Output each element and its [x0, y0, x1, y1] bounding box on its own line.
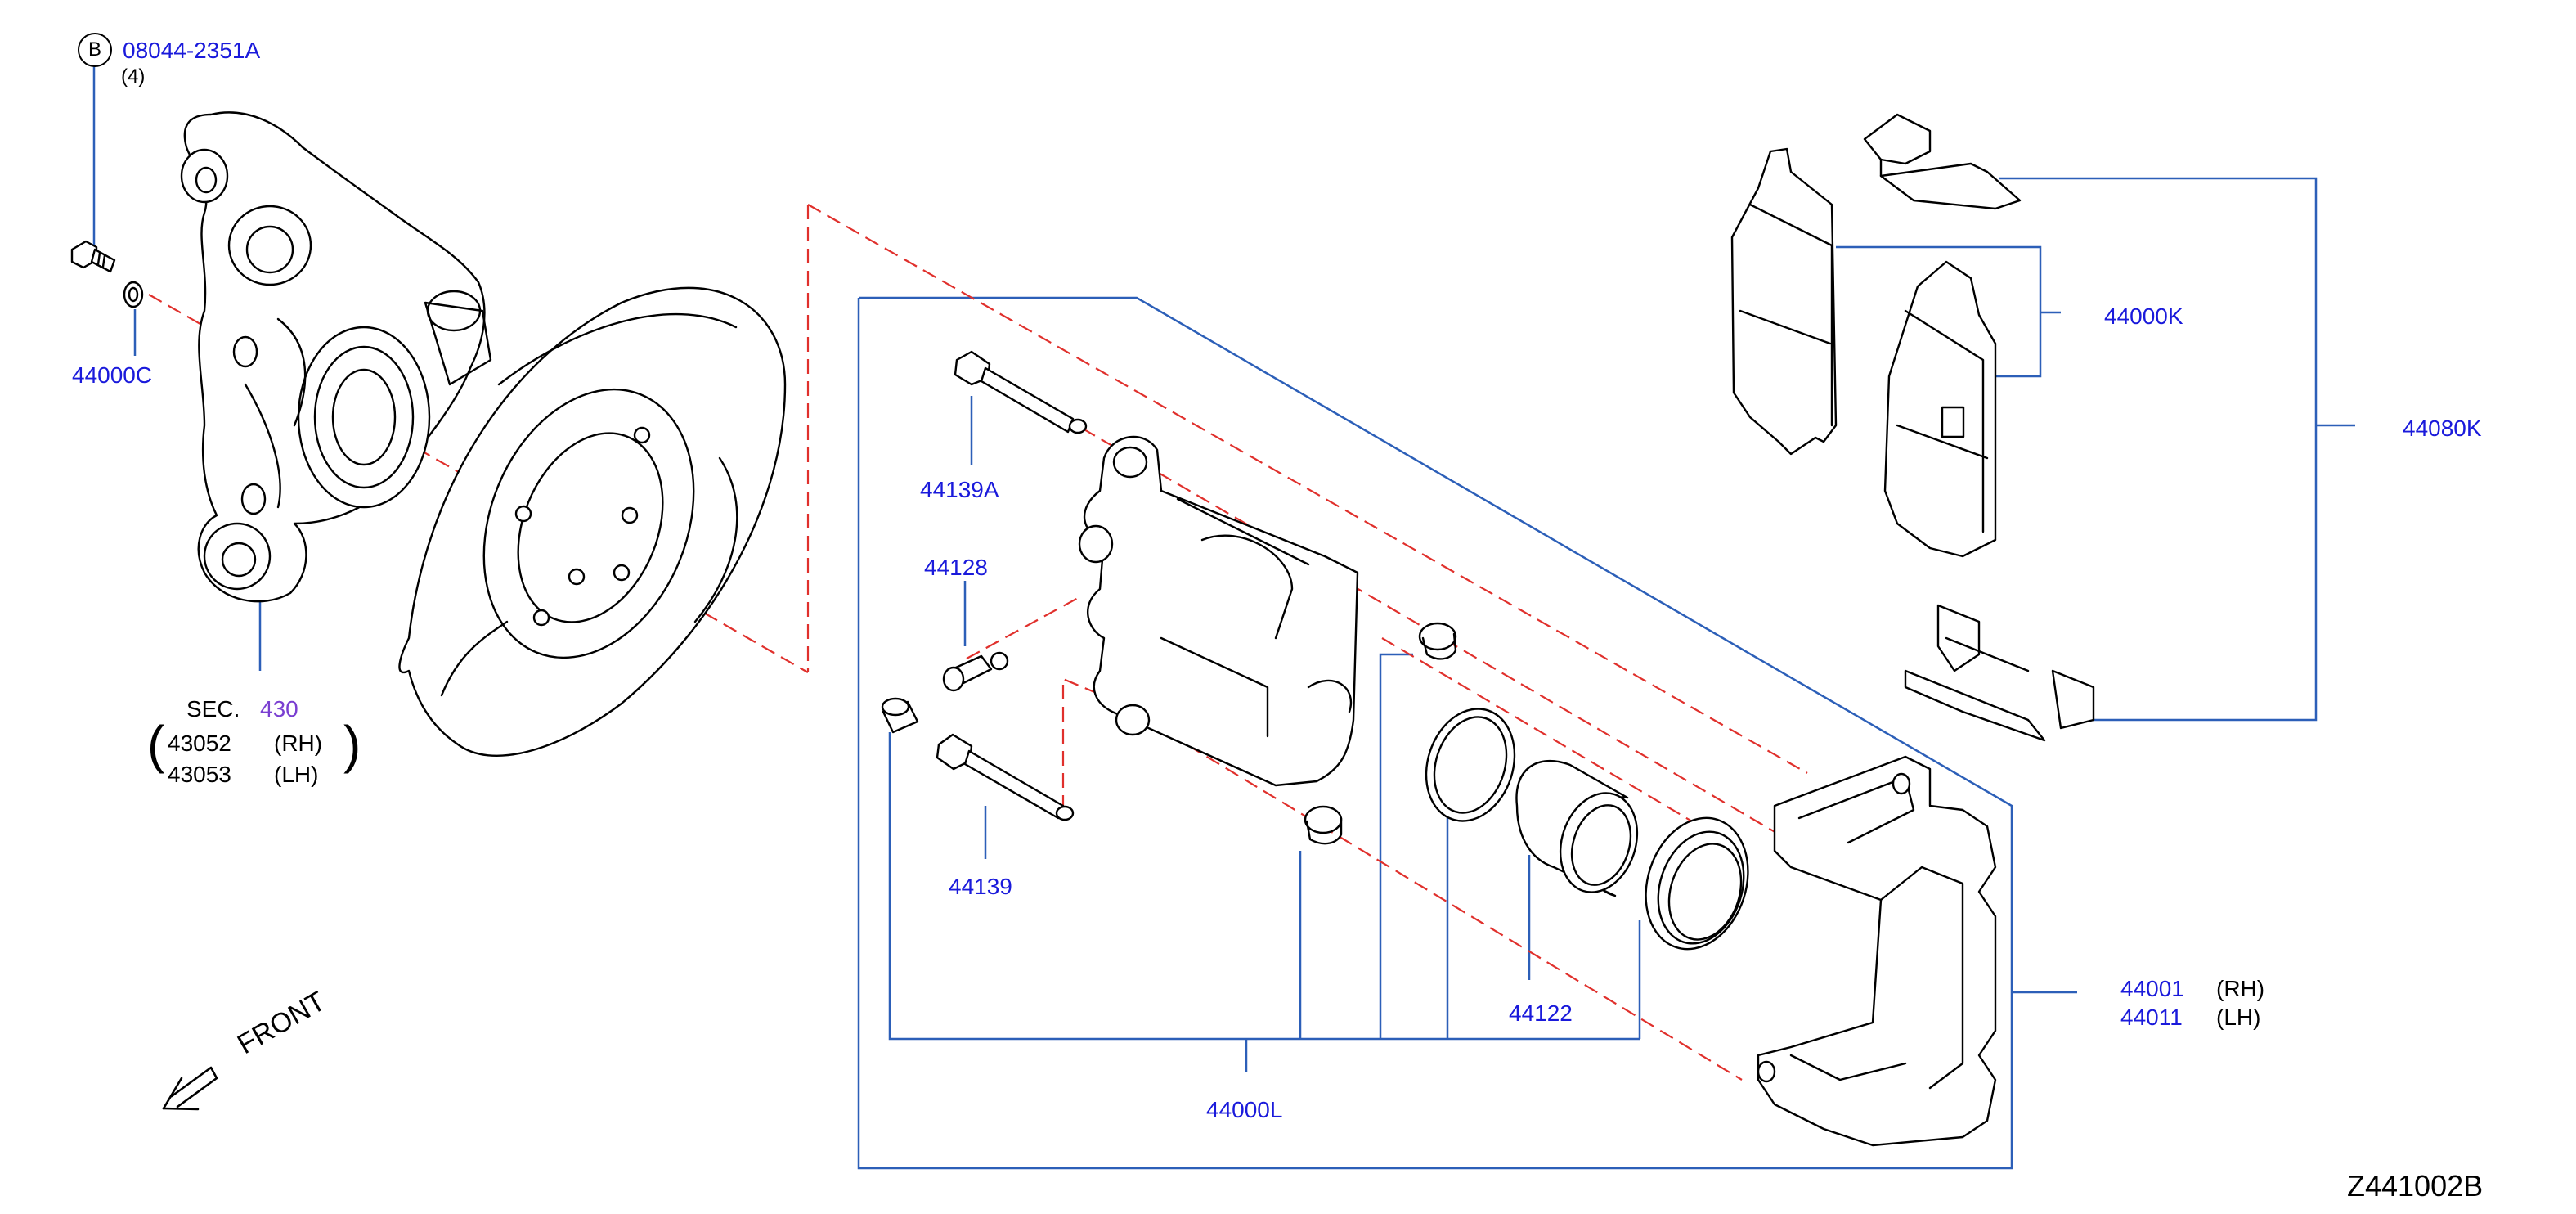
side-rh: (RH)	[274, 731, 323, 756]
side-lh: (LH)	[274, 762, 319, 787]
guide-pin-bushing[interactable]	[942, 651, 1009, 692]
part-label-44139A[interactable]: 44139A	[920, 477, 999, 502]
pin-boot-left[interactable]	[881, 697, 919, 734]
caliper-body[interactable]	[1078, 435, 1359, 787]
part-label-08044-2351A[interactable]: 08044-2351A	[123, 38, 261, 63]
part-label-43053: 43053	[168, 762, 231, 787]
sec-prefix: SEC.	[186, 696, 240, 722]
piston-seal[interactable]	[1412, 697, 1528, 832]
hex-bolt[interactable]	[70, 240, 116, 273]
bracket-right: )	[343, 715, 361, 774]
piston-boot[interactable]	[1630, 804, 1765, 962]
caliper-piston[interactable]	[1515, 759, 1649, 902]
steering-knuckle[interactable]	[180, 111, 492, 603]
part-label-44122[interactable]: 44122	[1509, 1000, 1573, 1026]
leader-lines	[92, 64, 2355, 1170]
brake-pad-outer[interactable]	[1730, 147, 1838, 456]
pin-boot-lower[interactable]	[1304, 805, 1343, 845]
part-label-44139[interactable]: 44139	[949, 874, 1012, 899]
part-label-43052: 43052	[168, 731, 231, 756]
part-label-44001[interactable]: 44001	[2120, 976, 2184, 1001]
diagram-id: Z441002B	[2347, 1169, 2484, 1203]
pad-retainer-clip-lower[interactable]	[1904, 604, 2095, 742]
brake-backing-plate[interactable]	[398, 286, 787, 757]
part-label-44080K[interactable]: 44080K	[2403, 416, 2482, 441]
bracket-left: (	[147, 715, 165, 774]
guide-pin-bolt-upper[interactable]	[954, 350, 1088, 434]
guide-pin-bolt-lower[interactable]	[936, 733, 1075, 821]
part-label-44128[interactable]: 44128	[924, 555, 988, 580]
bolt-symbol-badge: B	[78, 33, 112, 67]
brake-pad-inner[interactable]	[1883, 260, 1997, 558]
bolt-qty: (4)	[121, 65, 146, 88]
part-label-44000K[interactable]: 44000K	[2104, 304, 2183, 329]
part-label-44011[interactable]: 44011	[2120, 1005, 2183, 1030]
caliper-side-lh: (LH)	[2216, 1005, 2261, 1030]
part-label-44000L[interactable]: 44000L	[1206, 1097, 1283, 1122]
caliper-bracket[interactable]	[1757, 755, 1997, 1147]
front-direction-arrow	[162, 1066, 218, 1111]
lock-washer[interactable]	[123, 281, 144, 308]
part-label-44000C[interactable]: 44000C	[72, 362, 153, 388]
caliper-side-rh: (RH)	[2216, 976, 2265, 1001]
pin-boot-upper[interactable]	[1418, 622, 1457, 660]
pad-retainer-clip-upper[interactable]	[1863, 113, 2022, 210]
section-ref-430[interactable]: 430	[260, 696, 298, 722]
